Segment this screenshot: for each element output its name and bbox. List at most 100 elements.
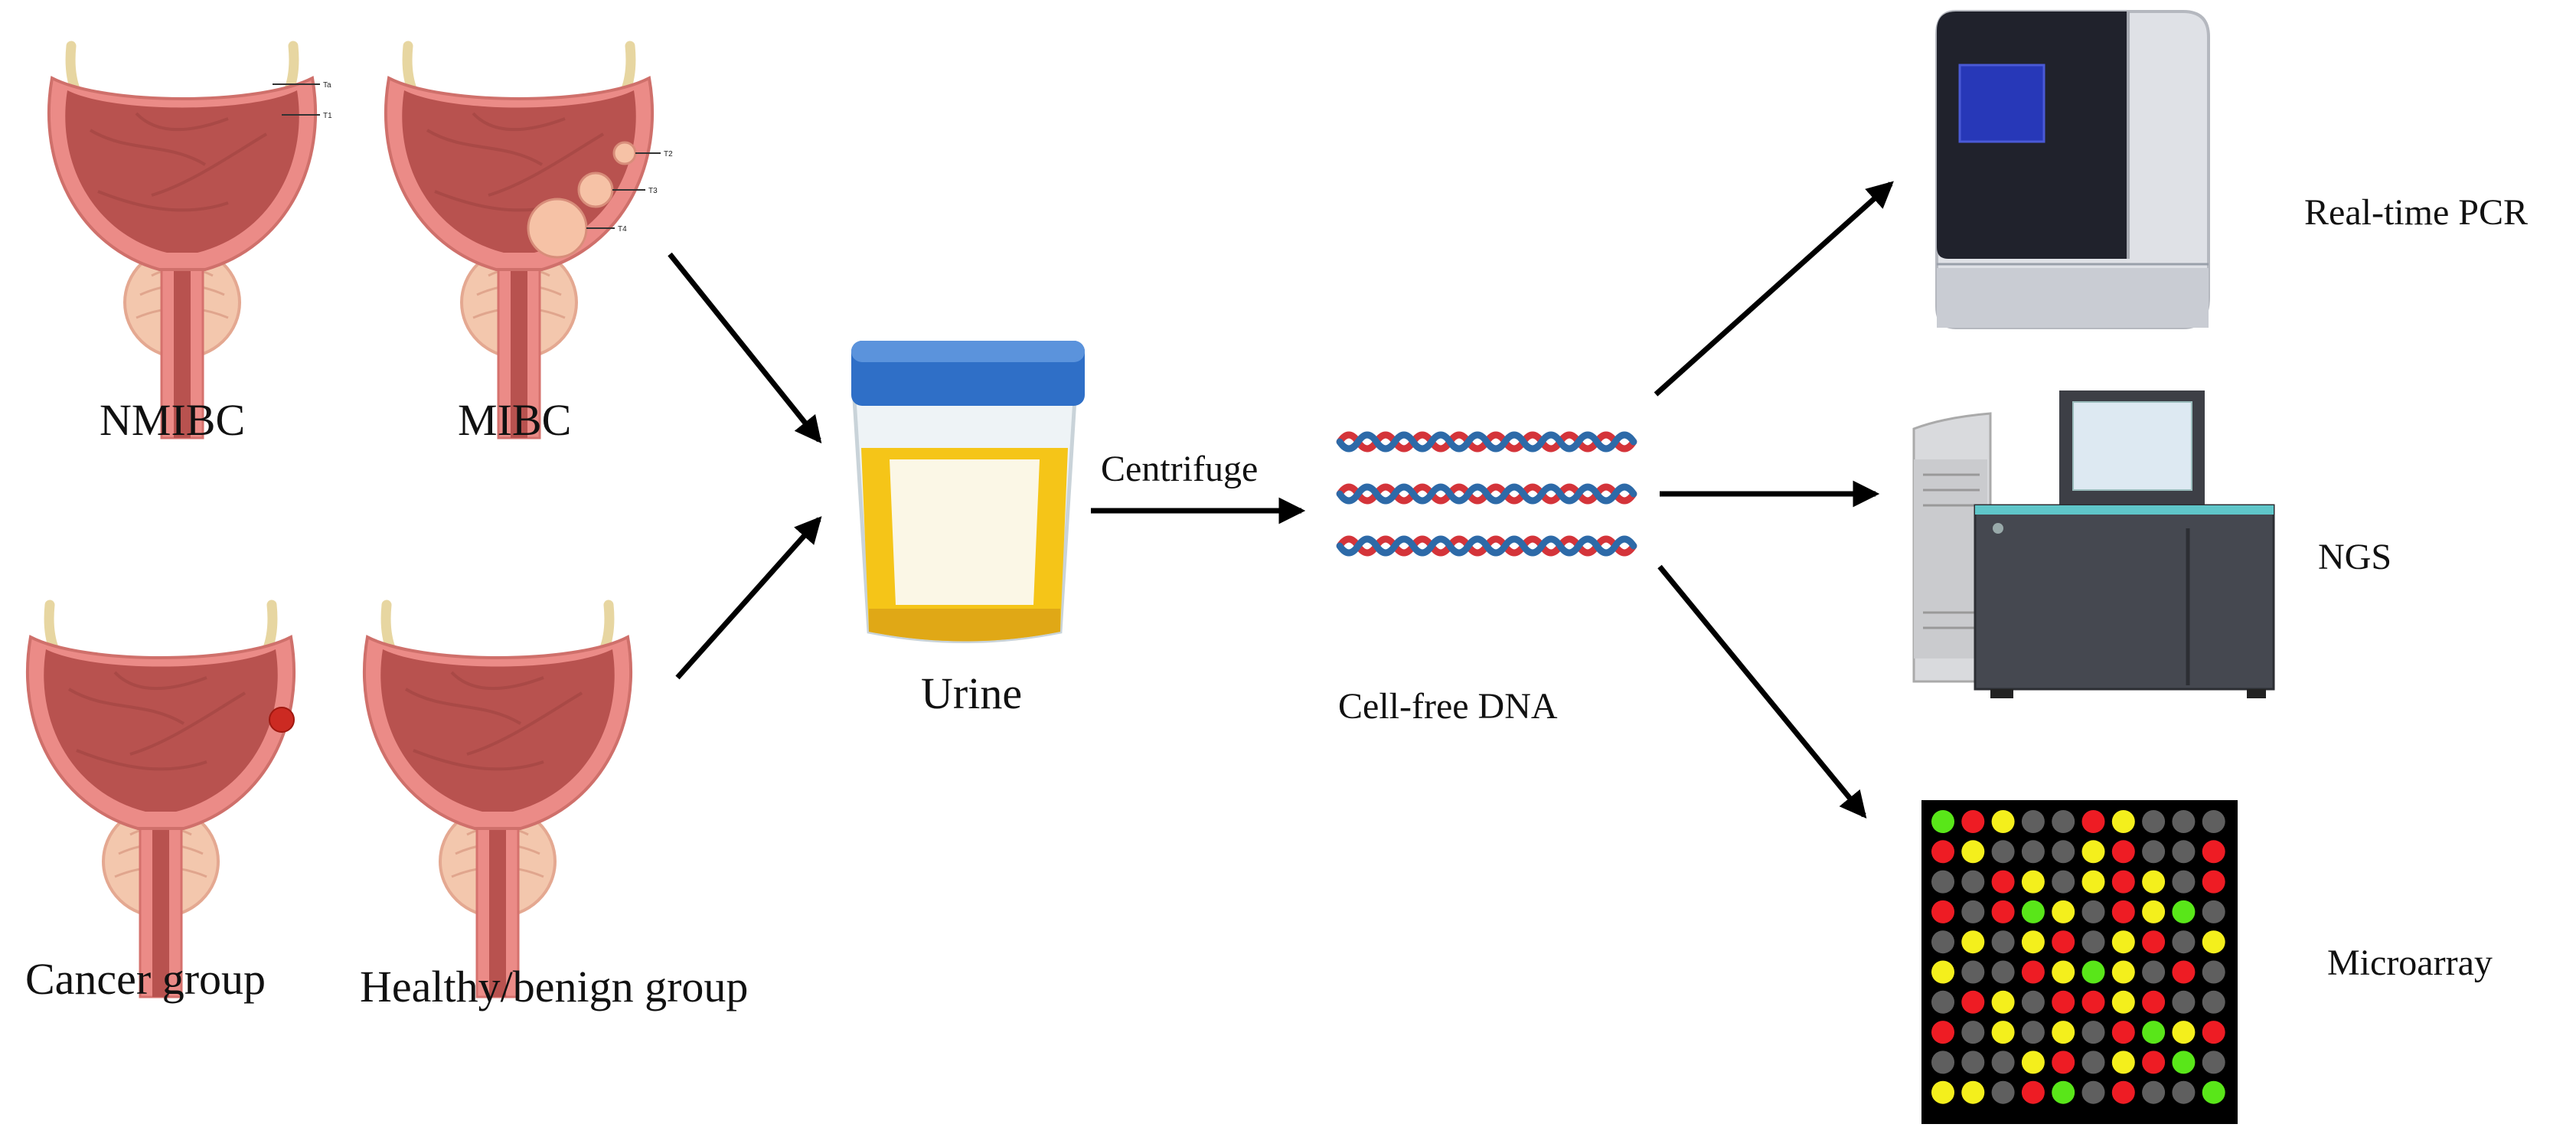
healthy-group-label: Healthy/benign group bbox=[360, 962, 749, 1011]
microarray-label: Microarray bbox=[2327, 943, 2493, 983]
microarray-spot bbox=[1961, 810, 1985, 833]
microarray-spot bbox=[1931, 810, 1954, 833]
microarray-spot bbox=[2142, 1080, 2166, 1104]
microarray-spot bbox=[2202, 1021, 2225, 1044]
nmibc-stage-ta: Ta bbox=[323, 81, 331, 90]
microarray-spot bbox=[2052, 810, 2075, 833]
microarray-spot bbox=[2142, 900, 2166, 923]
microarray-spot bbox=[2081, 930, 2105, 954]
microarray-spot bbox=[2052, 930, 2075, 954]
microarray-spot bbox=[2172, 960, 2196, 984]
microarray-spot bbox=[2021, 960, 2045, 984]
microarray-spot bbox=[2142, 1051, 2166, 1074]
microarray-spot bbox=[2081, 990, 2105, 1014]
microarray-spot bbox=[2172, 840, 2196, 864]
arrow-to-pcr bbox=[1654, 181, 1894, 397]
real-time-pcr-label: Real-time PCR bbox=[2304, 192, 2528, 233]
microarray-spot bbox=[2052, 1080, 2075, 1104]
microarray-spot bbox=[2172, 810, 2196, 833]
microarray-spot bbox=[1961, 1051, 1985, 1074]
microarray-spot bbox=[1931, 1051, 1954, 1074]
microarray-spot bbox=[2111, 810, 2135, 833]
microarray-spot bbox=[2111, 960, 2135, 984]
bladder-healthy bbox=[364, 605, 631, 997]
arrow-bottom-to-urine bbox=[675, 516, 822, 680]
microarray-spot bbox=[2202, 810, 2225, 833]
mibc-label: MIBC bbox=[458, 395, 572, 445]
microarray-spot bbox=[2202, 930, 2225, 954]
microarray-spot bbox=[2111, 930, 2135, 954]
microarray-spot bbox=[1961, 990, 1985, 1014]
microarray-spot bbox=[2052, 1051, 2075, 1074]
microarray-spot bbox=[2052, 990, 2075, 1014]
microarray-spot bbox=[1961, 840, 1985, 864]
microarray-spot bbox=[2111, 1080, 2135, 1104]
microarray-spot bbox=[2021, 840, 2045, 864]
microarray-spot bbox=[2081, 1080, 2105, 1104]
microarray-spot bbox=[2172, 900, 2196, 923]
microarray-spot bbox=[2052, 1021, 2075, 1044]
microarray-spot bbox=[2142, 1021, 2166, 1044]
microarray-spot bbox=[2172, 1021, 2196, 1044]
ngs-label: NGS bbox=[2318, 537, 2392, 577]
microarray-spot bbox=[2052, 900, 2075, 923]
cell-free-dna-label: Cell-free DNA bbox=[1338, 686, 1558, 727]
microarray-spot bbox=[2081, 960, 2105, 984]
microarray-spot bbox=[1991, 1021, 2015, 1044]
microarray-spot bbox=[2111, 1051, 2135, 1074]
microarray-spot bbox=[2111, 990, 2135, 1014]
microarray-spot bbox=[2142, 810, 2166, 833]
microarray-spot bbox=[2202, 990, 2225, 1014]
microarray-spot bbox=[1931, 930, 1954, 954]
urine-label: Urine bbox=[921, 668, 1023, 718]
microarray-spot bbox=[1931, 960, 1954, 984]
microarray-spot bbox=[1991, 810, 2015, 833]
microarray-spot bbox=[1961, 1021, 1985, 1044]
cell-free-dna bbox=[1340, 435, 1634, 553]
mibc-stage-t3: T3 bbox=[648, 187, 658, 195]
microarray-spot bbox=[1931, 870, 1954, 894]
microarray-spot bbox=[1931, 1080, 1954, 1104]
microarray-spot bbox=[2021, 990, 2045, 1014]
microarray-spot bbox=[2021, 1021, 2045, 1044]
microarray-spot bbox=[1991, 930, 2015, 954]
microarray-spot bbox=[2111, 840, 2135, 864]
microarray-spot bbox=[2021, 1051, 2045, 1074]
mibc-stage-t2: T2 bbox=[664, 150, 673, 158]
microarray-spot bbox=[1991, 870, 2015, 894]
mibc-stage-t4: T4 bbox=[618, 225, 627, 234]
microarray-spot bbox=[2081, 810, 2105, 833]
microarray-spot bbox=[2021, 1080, 2045, 1104]
microarray-spot bbox=[1961, 1080, 1985, 1104]
microarray-spot bbox=[1961, 930, 1985, 954]
microarray-spot bbox=[1931, 1021, 1954, 1044]
microarray-spot bbox=[2081, 1051, 2105, 1074]
microarray-spot bbox=[2202, 900, 2225, 923]
bladder-cancer bbox=[28, 605, 294, 997]
pcr-machine-icon bbox=[1935, 10, 2210, 329]
microarray-spot bbox=[2052, 960, 2075, 984]
centrifuge-label: Centrifuge bbox=[1101, 449, 1259, 489]
microarray-spot bbox=[2142, 930, 2166, 954]
bladder-mibc bbox=[386, 46, 661, 438]
microarray-spot bbox=[2111, 1021, 2135, 1044]
microarray-spot bbox=[2081, 1021, 2105, 1044]
microarray-spot bbox=[1961, 900, 1985, 923]
microarray-spot bbox=[1991, 1080, 2015, 1104]
microarray-spot bbox=[2111, 900, 2135, 923]
bladder-nmibc bbox=[49, 46, 320, 438]
microarray-spot bbox=[2081, 870, 2105, 894]
microarray-spot bbox=[2142, 960, 2166, 984]
urine-cup bbox=[851, 341, 1085, 643]
ngs-machine-icon bbox=[1912, 391, 2275, 698]
microarray-spot bbox=[2052, 840, 2075, 864]
microarray-spot bbox=[2172, 870, 2196, 894]
microarray-chip bbox=[1921, 800, 2238, 1124]
microarray-spot bbox=[2081, 900, 2105, 923]
microarray-spot bbox=[1961, 960, 1985, 984]
microarray-spot bbox=[1961, 870, 1985, 894]
nmibc-stage-t1: T1 bbox=[323, 112, 332, 120]
microarray-spot bbox=[2172, 1080, 2196, 1104]
cancer-group-label: Cancer group bbox=[25, 954, 266, 1004]
